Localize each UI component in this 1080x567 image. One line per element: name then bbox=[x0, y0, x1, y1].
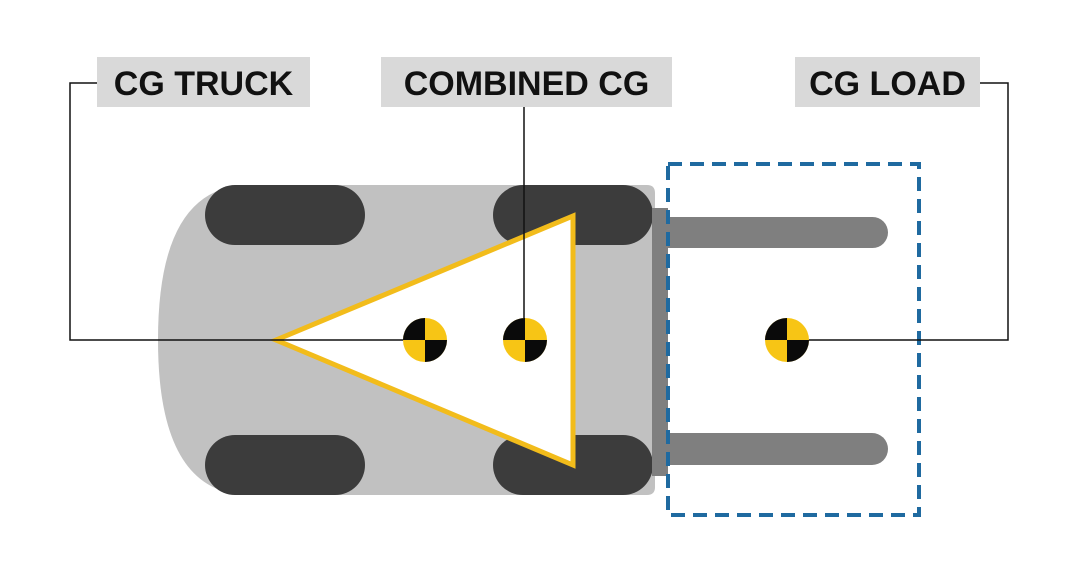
wheel-rear-left bbox=[205, 185, 365, 245]
mast bbox=[652, 208, 668, 476]
combined-cg-label-bg bbox=[381, 57, 672, 107]
cg-load-marker-icon bbox=[765, 318, 809, 362]
wheel-rear-right bbox=[205, 435, 365, 495]
cg-load-label-bg bbox=[795, 57, 980, 107]
cg-truck-leader-line bbox=[69, 82, 404, 341]
fork-bottom bbox=[652, 433, 888, 465]
cg-load-leader-line bbox=[808, 82, 1009, 341]
cg-load-label: CG LOAD bbox=[809, 65, 966, 103]
cg-truck-marker-icon bbox=[403, 318, 447, 362]
combined-cg-marker-icon bbox=[503, 318, 547, 362]
fork-top bbox=[652, 217, 888, 248]
combined-cg-label: COMBINED CG bbox=[404, 65, 650, 103]
cg-truck-label: CG TRUCK bbox=[114, 65, 294, 103]
cg-truck-label-bg bbox=[97, 57, 310, 107]
